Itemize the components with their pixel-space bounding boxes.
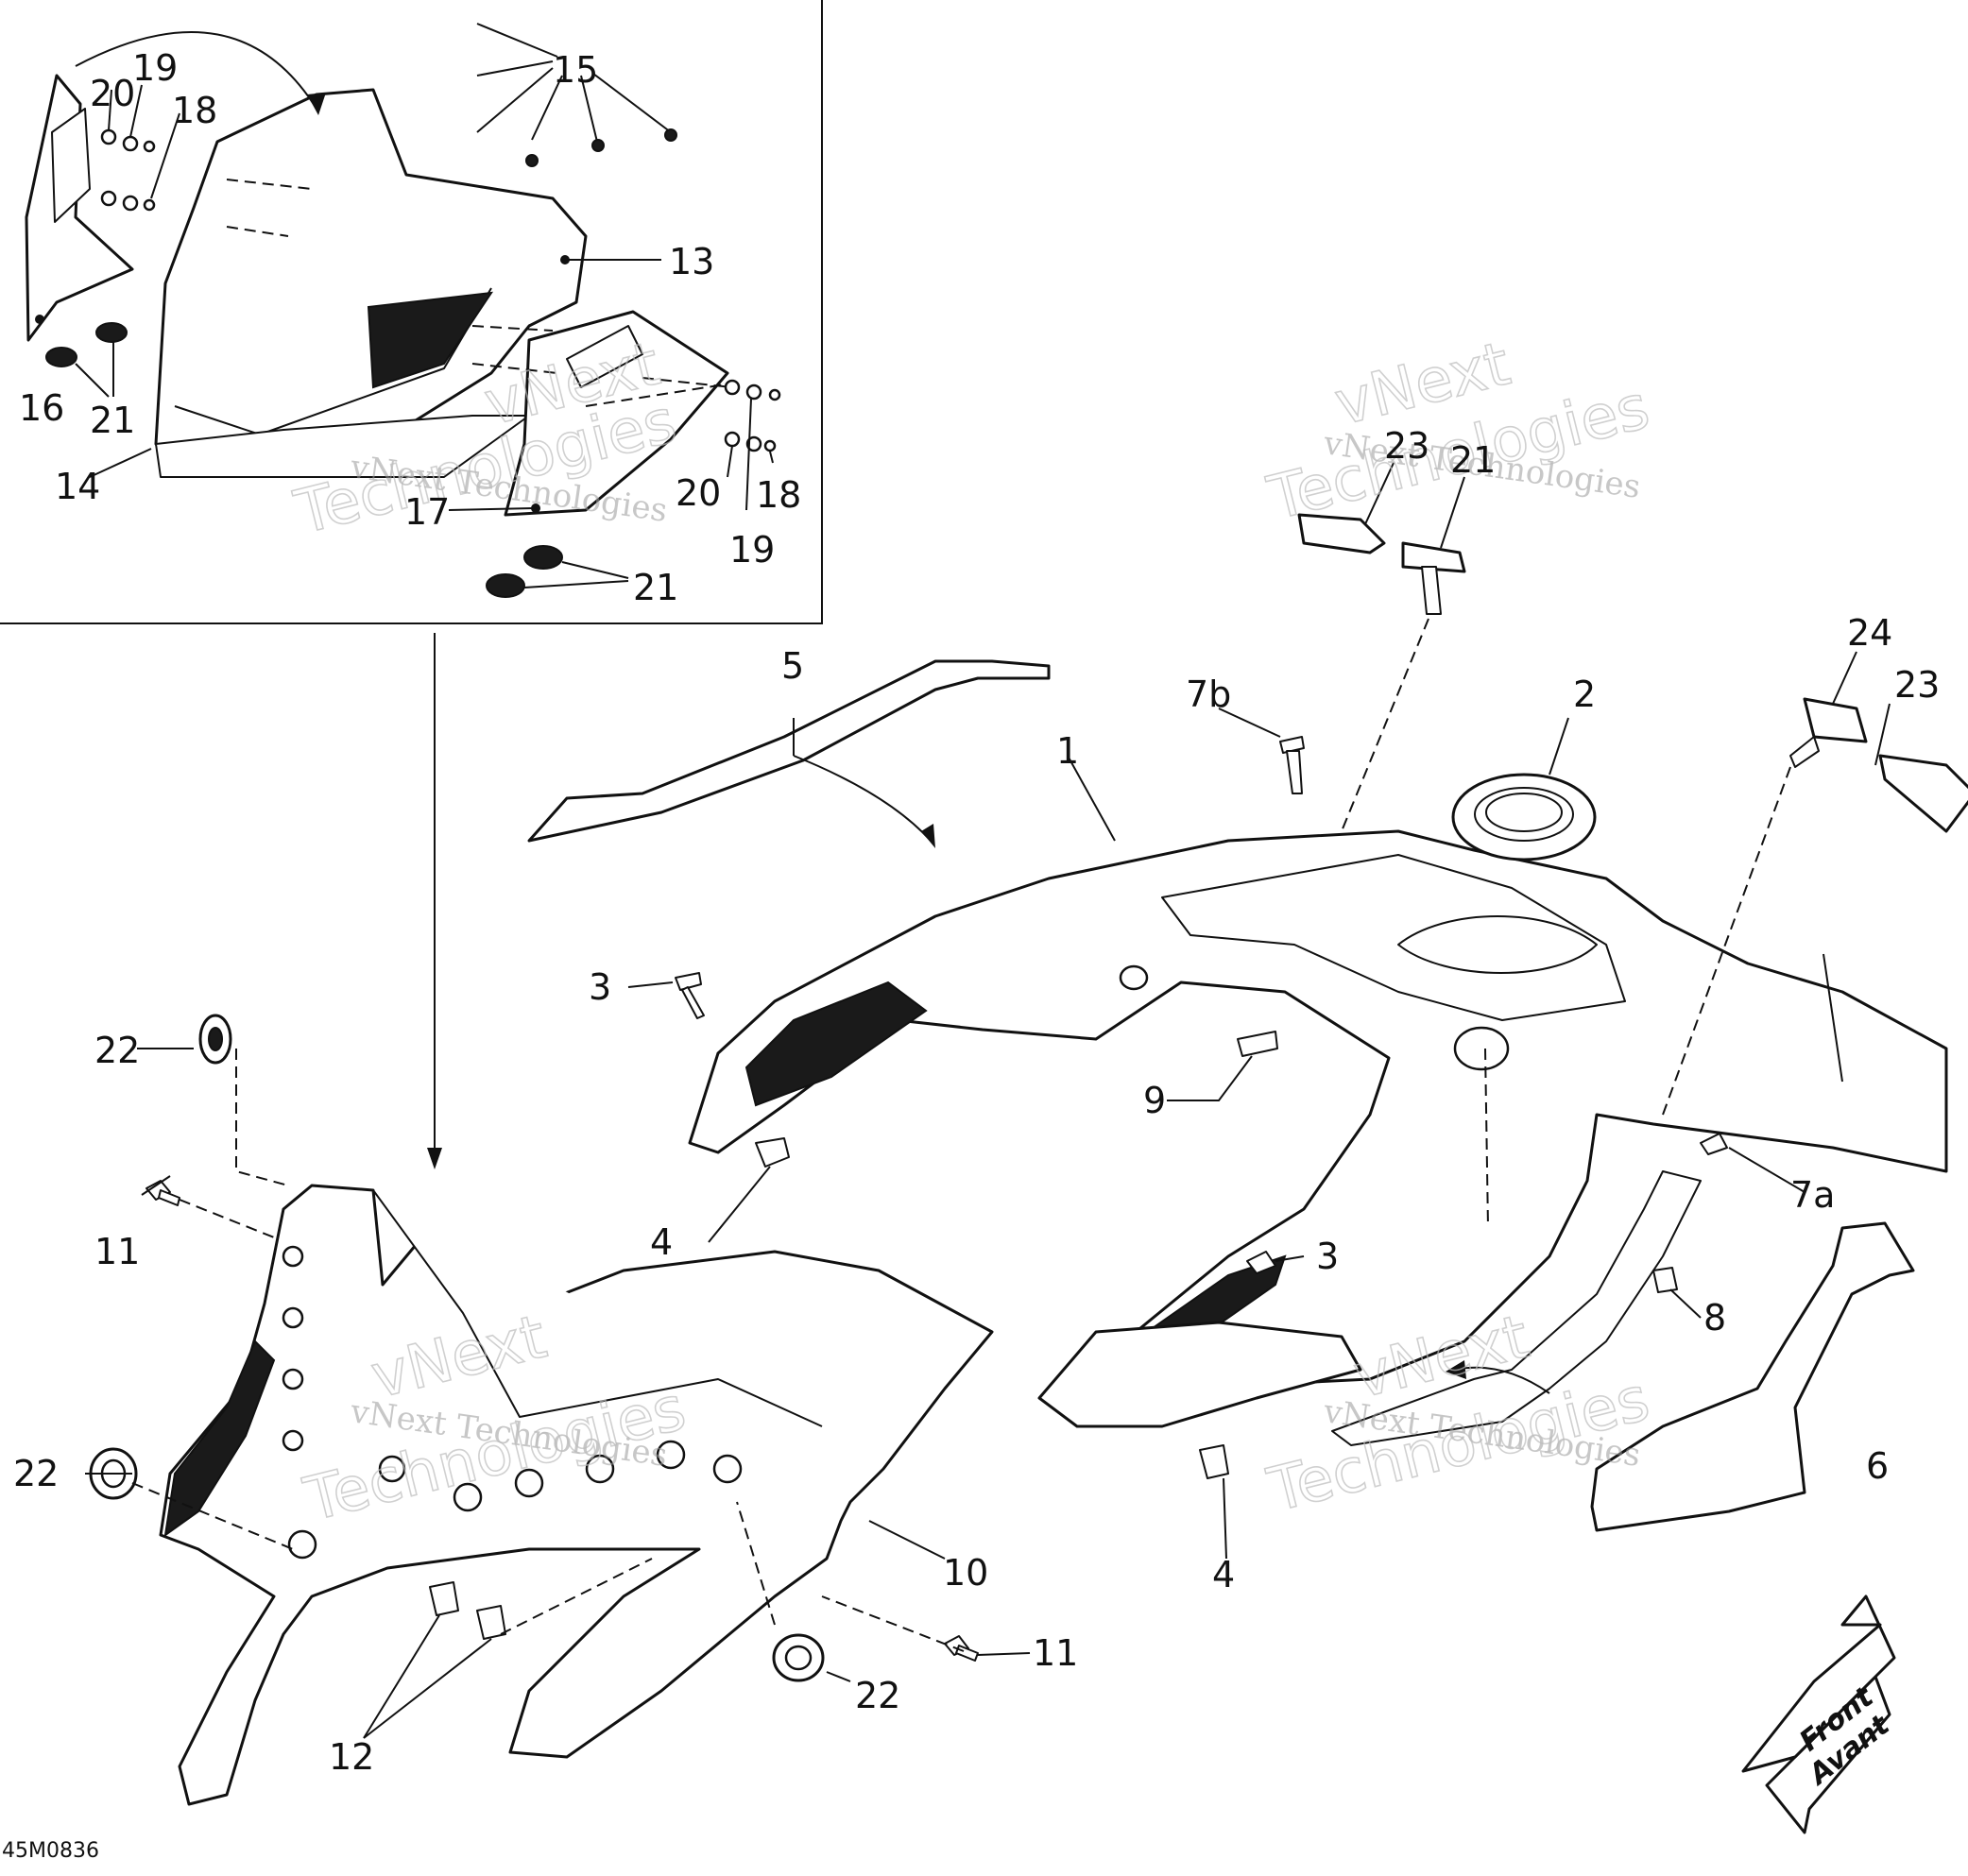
callout-4: 4 xyxy=(650,1221,673,1263)
part-10-inner-crease xyxy=(372,1189,823,1427)
callout-20: 20 xyxy=(90,73,135,114)
main-assembly: Front Avant xyxy=(85,462,1968,1834)
callout-2: 2 xyxy=(1573,674,1596,715)
part-1-left-duct xyxy=(744,981,928,1107)
screw-7b[interactable] xyxy=(1279,736,1305,754)
part-6-support-bracket xyxy=(1331,1170,1702,1446)
part-23-latch-a xyxy=(1297,513,1386,554)
deflector-arrow xyxy=(793,755,932,842)
part-1-fuel-opening xyxy=(1397,915,1598,974)
callout-15: 15 xyxy=(553,49,598,91)
windshield-inset xyxy=(0,0,823,624)
part-13-dark-panel xyxy=(367,291,494,389)
part-17-bracket[interactable] xyxy=(504,310,729,517)
part-10-front-fairing[interactable] xyxy=(159,1184,994,1806)
callout-21: 21 xyxy=(90,400,135,441)
callout-22: 22 xyxy=(13,1453,59,1494)
callout-9: 9 xyxy=(1143,1080,1166,1121)
callout-numbers: 20 19 18 15 13 16 21 14 17 20 18 19 21 2… xyxy=(2,47,1940,1863)
part-1-inner-recess xyxy=(1161,854,1626,1021)
callout-22: 22 xyxy=(855,1675,900,1716)
turn-fasteners[interactable] xyxy=(1297,513,1968,833)
callout-6: 6 xyxy=(1866,1445,1889,1487)
callout-7b: 7b xyxy=(1186,674,1231,715)
callout-3: 3 xyxy=(589,966,611,1008)
part-10-left-edge xyxy=(163,1339,276,1538)
callout-22: 22 xyxy=(94,1030,140,1071)
callout-23: 23 xyxy=(1384,425,1429,467)
part-24-knob xyxy=(1803,697,1868,743)
front-direction-arrow: Front Avant xyxy=(1741,1595,1897,1834)
callout-11: 11 xyxy=(94,1231,140,1272)
clips[interactable] xyxy=(429,1031,1678,1640)
callout-14: 14 xyxy=(55,466,100,507)
callout-1: 1 xyxy=(1056,730,1079,772)
callout-17: 17 xyxy=(404,491,450,533)
callout-11: 11 xyxy=(1033,1632,1078,1674)
callout-8: 8 xyxy=(1703,1297,1726,1339)
screw-7a[interactable] xyxy=(1700,1133,1728,1155)
part-1-upper-body[interactable] xyxy=(688,829,1948,1400)
screw-7b-shank xyxy=(1286,750,1303,794)
callout-12: 12 xyxy=(329,1736,374,1778)
callout-19: 19 xyxy=(132,47,178,89)
diagram-code: 45M0836 xyxy=(2,1839,99,1863)
callout-4: 4 xyxy=(1212,1554,1235,1595)
part-23-latch-b xyxy=(1878,754,1968,833)
callout-21: 21 xyxy=(633,567,678,608)
part-14-frame[interactable] xyxy=(155,415,530,478)
callout-16: 16 xyxy=(19,387,64,429)
grommets-21[interactable] xyxy=(45,322,629,598)
callout-18: 18 xyxy=(172,90,217,131)
part-5-deflector[interactable] xyxy=(527,659,1051,843)
callout-24: 24 xyxy=(1847,612,1892,654)
callout-13: 13 xyxy=(669,241,714,282)
part-2-gasket-ring[interactable] xyxy=(1451,773,1597,861)
grommets-22[interactable] xyxy=(89,1014,825,1682)
inset-frame xyxy=(0,0,823,624)
callout-20: 20 xyxy=(676,472,721,514)
part-6-side-panel[interactable] xyxy=(1590,1221,1915,1532)
callout-10: 10 xyxy=(943,1552,988,1594)
screws-15 xyxy=(476,23,677,167)
callout-18: 18 xyxy=(756,474,801,516)
screws-3[interactable] xyxy=(675,972,1276,1274)
part-16-bracket xyxy=(51,108,91,223)
callout-3: 3 xyxy=(1316,1236,1339,1277)
washers-right xyxy=(724,379,781,511)
part-17-clip xyxy=(566,325,643,388)
callout-19: 19 xyxy=(729,529,775,571)
part-10-mounting-holes xyxy=(282,1245,743,1560)
callout-23: 23 xyxy=(1894,664,1940,706)
part-21-knob xyxy=(1401,541,1466,573)
callout-21: 21 xyxy=(1450,439,1496,481)
assembly-arrow xyxy=(75,31,317,110)
callout-5: 5 xyxy=(781,645,804,687)
callout-7a: 7a xyxy=(1790,1174,1835,1216)
callout-leaders xyxy=(85,462,1891,1739)
washers-left xyxy=(100,84,180,212)
part-1-lower-lip[interactable] xyxy=(1037,1321,1362,1428)
